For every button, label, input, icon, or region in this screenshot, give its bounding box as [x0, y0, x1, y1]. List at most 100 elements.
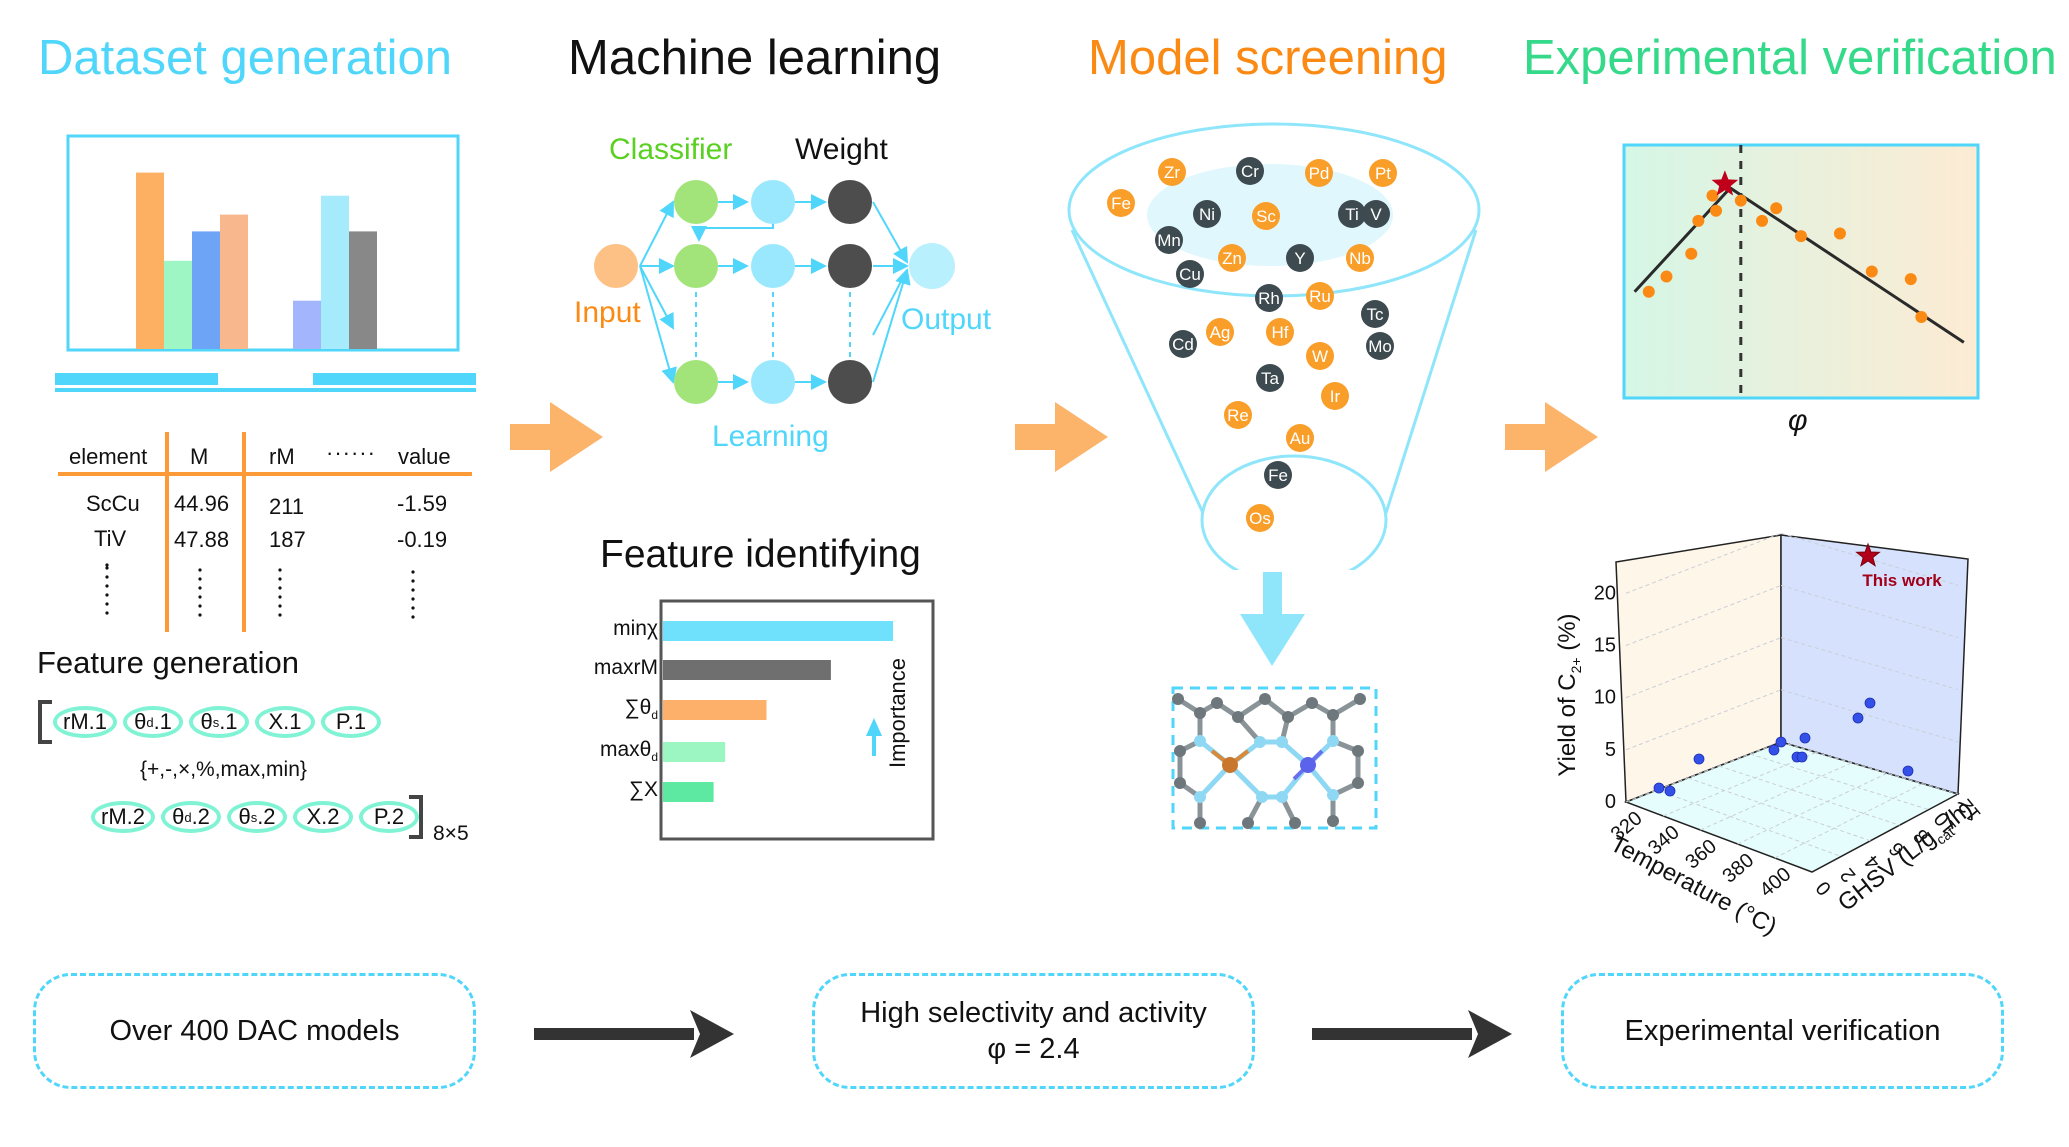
ellipsis-dot: [411, 606, 415, 610]
element-atom: [1252, 202, 1280, 230]
ellipsis-dot: [411, 570, 415, 574]
learning-node: [751, 180, 795, 224]
volcano-point: [1904, 273, 1917, 286]
data-point: [1852, 712, 1864, 724]
arrow-up-icon: [866, 718, 882, 736]
element-symbol: V: [1370, 205, 1382, 224]
ellipsis-dot: [198, 595, 202, 599]
element-atom: [1169, 330, 1197, 358]
element-symbol: W: [1312, 347, 1328, 366]
feature-chip: rM.1: [53, 706, 117, 738]
output-label: Output: [901, 303, 992, 336]
flow-box-models: Over 400 DAC models: [33, 973, 476, 1089]
volcano-point: [1710, 204, 1723, 217]
table-cell: 44.96: [174, 491, 230, 516]
feature-bar: [663, 782, 714, 802]
data-point: [1775, 736, 1787, 748]
ellipsis-dot: [411, 579, 415, 583]
volcano-point: [1642, 285, 1655, 298]
ellipsis-dot: [105, 566, 109, 570]
feature-bar: [663, 700, 767, 720]
ellipsis-dot: [105, 575, 109, 579]
dataset-underline-right: [313, 373, 476, 385]
element-atom: [1305, 159, 1333, 187]
element-symbol: Mn: [1157, 231, 1181, 250]
element-atom: [1176, 260, 1204, 288]
classifier-node: [674, 360, 718, 404]
data-point: [1902, 765, 1914, 777]
dataset-bar: [220, 214, 248, 349]
ellipsis-dot: [198, 577, 202, 581]
volcano-point: [1833, 227, 1846, 240]
dataset-table-lines: [58, 432, 472, 632]
z-tick-label: 0: [1605, 791, 1616, 813]
element-symbol: Ti: [1345, 205, 1359, 224]
z-tick-label: 5: [1605, 739, 1616, 761]
element-atom: [1206, 318, 1234, 346]
table-vertical-ellipsis: [105, 566, 415, 619]
ellipsis-dot: [105, 593, 109, 597]
z-tick-label: 10: [1594, 687, 1616, 709]
element-atom: [1158, 158, 1186, 186]
data-point: [1799, 732, 1811, 744]
element-atom: [1256, 364, 1284, 392]
dataset-bar: [192, 231, 220, 349]
element-atom: [1362, 200, 1390, 228]
flow-arrow-shaft: [1312, 1028, 1472, 1040]
dataset-bar: [293, 300, 321, 349]
dataset-bar: [349, 231, 377, 349]
weight-label: Weight: [795, 133, 888, 166]
flow-box-selectivity-line2: φ = 2.4: [987, 1033, 1080, 1065]
feature-dimension: 8×5: [433, 822, 469, 845]
this-work-annotation: This work: [1862, 571, 1942, 590]
metal-atom-1: [1222, 757, 1238, 773]
dataset-bar: [321, 195, 349, 349]
flow-box-verification: Experimental verification: [1561, 973, 2004, 1089]
feature-label: ∑θd: [624, 696, 658, 723]
ellipsis-dot: [411, 615, 415, 619]
z-tick-label: 20: [1594, 582, 1616, 604]
arrow-right-icon: [1468, 1010, 1512, 1058]
table-cell: 187: [269, 527, 306, 552]
weight-node: [828, 360, 872, 404]
volcano-x-label: φ: [1788, 404, 1808, 437]
feature-bar: [663, 621, 893, 641]
element-atom: [1321, 382, 1349, 410]
feature-brackets: [38, 700, 423, 839]
element-symbol: Rh: [1258, 289, 1280, 308]
element-atom: [1246, 504, 1274, 532]
element-symbol: Fe: [1268, 466, 1288, 485]
classifier-node: [674, 180, 718, 224]
section-title-experimental: Experimental verification: [1523, 31, 2057, 85]
data-point: [1693, 753, 1705, 765]
volcano-point: [1706, 189, 1719, 202]
feature-chart-frame: [659, 599, 935, 841]
element-symbol: Au: [1290, 429, 1311, 448]
table-header-m: M: [190, 444, 209, 469]
table-header-element: element: [69, 444, 148, 469]
element-symbol: Zr: [1164, 163, 1180, 182]
element-symbol: Pd: [1309, 164, 1330, 183]
z-axis-label: Yield of C2+ (%): [1554, 613, 1584, 776]
element-atom: [1366, 332, 1394, 360]
feature-bar: [663, 742, 726, 762]
arrow-right-icon: [690, 1010, 734, 1058]
feature-label: maxθd: [599, 738, 658, 765]
volcano-point: [1915, 311, 1928, 324]
left-bracket: [38, 700, 52, 744]
element-symbol: Mo: [1368, 337, 1392, 356]
dataset-underline-left: [55, 373, 218, 385]
element-symbol: Ru: [1309, 287, 1331, 306]
data-point: [1653, 782, 1665, 794]
element-atom: [1107, 189, 1135, 217]
flow-box-selectivity-line1: High selectivity and activity: [860, 997, 1207, 1029]
section-title-ml: Machine learning: [568, 31, 942, 85]
element-symbol: Cu: [1179, 265, 1201, 284]
volcano-point: [1660, 270, 1673, 283]
learning-node: [751, 244, 795, 288]
element-symbol: Cr: [1241, 162, 1259, 181]
ellipsis-dot: [198, 613, 202, 617]
ellipsis-dot: [278, 586, 282, 590]
